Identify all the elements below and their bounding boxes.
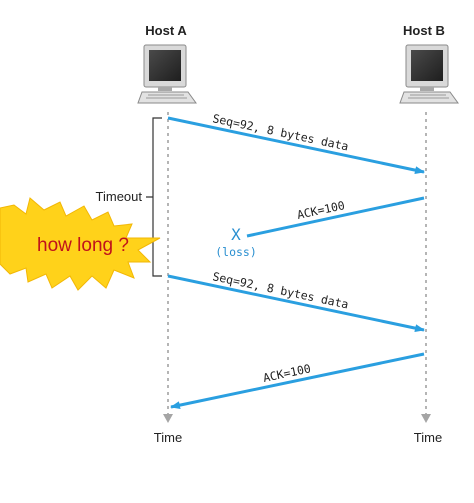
host-a-label: Host A [145, 23, 187, 38]
host-b-label: Host B [403, 23, 445, 38]
explosion-icon [0, 197, 161, 291]
loss-x-mark: X [231, 225, 241, 244]
burst-callout: how long ? [0, 197, 161, 291]
lifeline-arrow-b [421, 414, 431, 423]
time-label-a: Time [154, 430, 182, 445]
message-arrow [167, 116, 425, 175]
time-label-b: Time [414, 430, 442, 445]
callout-text: how long ? [37, 235, 129, 256]
message-arrow [170, 352, 425, 410]
message-label: ACK=100 [296, 198, 346, 222]
lost-message-arrow [246, 196, 425, 238]
loss-label: (loss) [215, 245, 257, 259]
lifeline-arrow-a [163, 414, 173, 423]
timeout-label: Timeout [96, 189, 143, 204]
computer-icon [399, 44, 459, 104]
timeout-bracket [146, 117, 162, 277]
message-arrow [167, 274, 425, 333]
computer-icon [137, 44, 197, 104]
